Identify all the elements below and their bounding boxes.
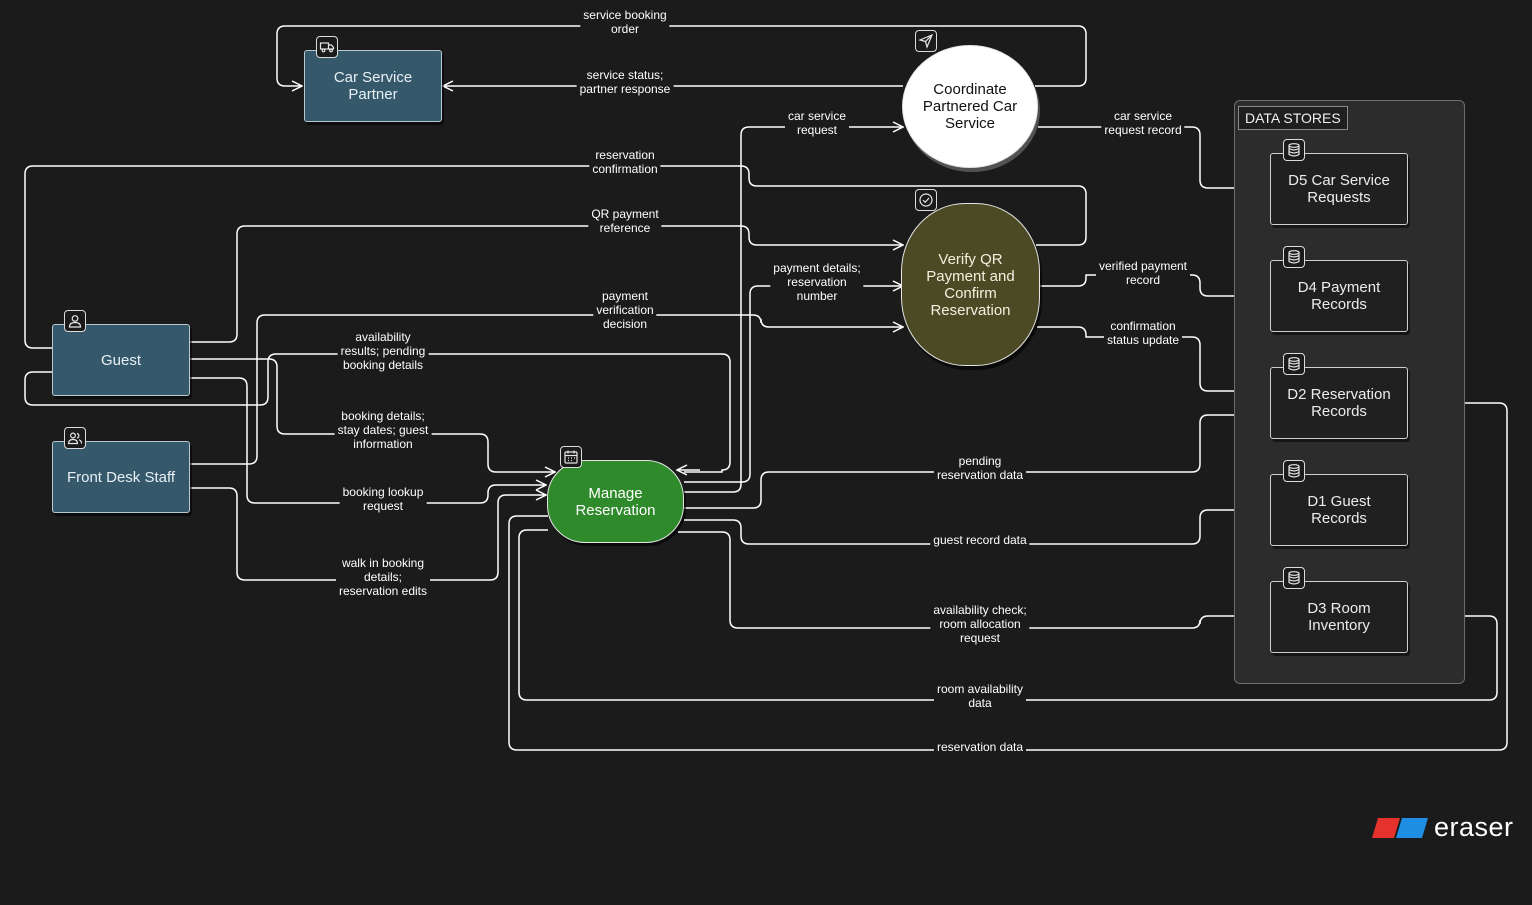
d3-room-inventory-store[interactable]: D3 Room Inventory xyxy=(1270,581,1408,653)
flow-payment-verification-decision xyxy=(190,314,903,465)
label-guest-record-data: guest record data xyxy=(930,533,1030,547)
flow-service-booking-order xyxy=(276,25,1087,86)
car-service-partner-entity[interactable]: Car Service Partner xyxy=(304,50,442,122)
check-circle-icon xyxy=(915,189,937,211)
label-confirmation-status-update: confirmation status update xyxy=(1103,319,1183,347)
coordinate-car-service-label: Coordinate Partnered Car Service xyxy=(922,81,1018,132)
guest-entity[interactable]: Guest xyxy=(52,324,190,396)
flow-payment-details xyxy=(684,286,903,483)
front-desk-staff-entity[interactable]: Front Desk Staff xyxy=(52,441,190,513)
coordinate-car-service-process[interactable]: Coordinate Partnered Car Service xyxy=(902,45,1038,168)
guest-label: Guest xyxy=(100,351,142,369)
front-desk-staff-label: Front Desk Staff xyxy=(66,468,176,486)
label-pending-reservation-data: pending reservation data xyxy=(933,454,1027,482)
database-icon xyxy=(1283,567,1305,589)
flow-verified-payment-record xyxy=(1040,274,1269,296)
truck-icon xyxy=(316,36,338,58)
d5-car-service-requests-store[interactable]: D5 Car Service Requests xyxy=(1270,153,1408,225)
brand-name: eraser xyxy=(1434,812,1514,842)
label-car-service-request-record: car service request record xyxy=(1101,109,1185,137)
eraser-brand: eraser xyxy=(1372,812,1514,843)
database-icon xyxy=(1283,139,1305,161)
d4-label: D4 Payment Records xyxy=(1297,279,1381,313)
label-booking-details: booking details; stay dates; guest infor… xyxy=(334,409,432,451)
d3-label: D3 Room Inventory xyxy=(1307,600,1371,634)
eraser-logo-icon xyxy=(1372,817,1428,838)
database-icon xyxy=(1283,460,1305,482)
manage-reservation-process[interactable]: Manage Reservation xyxy=(547,460,684,543)
flow-car-service-request xyxy=(684,127,903,493)
label-reservation-data: reservation data xyxy=(933,740,1027,754)
send-icon xyxy=(915,30,937,52)
d4-payment-records-store[interactable]: D4 Payment Records xyxy=(1270,260,1408,332)
d1-label: D1 Guest Records xyxy=(1307,493,1371,527)
label-walk-in-booking: walk in booking details; reservation edi… xyxy=(335,556,431,598)
d1-guest-records-store[interactable]: D1 Guest Records xyxy=(1270,474,1408,546)
label-qr-payment-reference: QR payment reference xyxy=(588,207,662,235)
car-service-partner-label: Car Service Partner xyxy=(333,69,413,103)
label-verified-payment-record: verified payment record xyxy=(1095,259,1191,287)
flow-car-service-request-record xyxy=(1038,126,1269,188)
flow-reservation-confirmation xyxy=(24,165,1087,349)
verify-qr-payment-process[interactable]: Verify QR Payment and Confirm Reservatio… xyxy=(901,203,1040,366)
label-car-service-request: car service request xyxy=(784,109,850,137)
label-reservation-confirmation: reservation confirmation xyxy=(589,148,661,176)
user-icon xyxy=(64,310,86,332)
data-stores-title: DATA STORES xyxy=(1238,106,1348,130)
calendar-icon xyxy=(560,446,582,468)
label-service-booking-order: service booking order xyxy=(580,8,670,36)
d2-label: D2 Reservation Records xyxy=(1287,386,1391,420)
label-availability-results: availability results; pending booking de… xyxy=(337,330,429,372)
flow-qr-payment-reference xyxy=(190,225,903,343)
label-booking-lookup-request: booking lookup request xyxy=(339,485,427,513)
label-room-availability-data: room availability data xyxy=(933,682,1027,710)
manage-reservation-label: Manage Reservation xyxy=(575,484,656,519)
flow-confirmation-status-update xyxy=(1037,326,1269,391)
users-icon xyxy=(64,427,86,449)
database-icon xyxy=(1283,246,1305,268)
label-payment-details: payment details; reservation number xyxy=(770,261,864,303)
label-payment-verification-decision: payment verification decision xyxy=(593,289,657,331)
label-availability-check: availability check; room allocation requ… xyxy=(930,603,1030,645)
d5-label: D5 Car Service Requests xyxy=(1288,172,1390,206)
d2-reservation-records-store[interactable]: D2 Reservation Records xyxy=(1270,367,1408,439)
database-icon xyxy=(1283,353,1305,375)
label-service-status: service status; partner response xyxy=(576,68,674,96)
verify-qr-payment-label: Verify QR Payment and Confirm Reservatio… xyxy=(926,250,1015,319)
